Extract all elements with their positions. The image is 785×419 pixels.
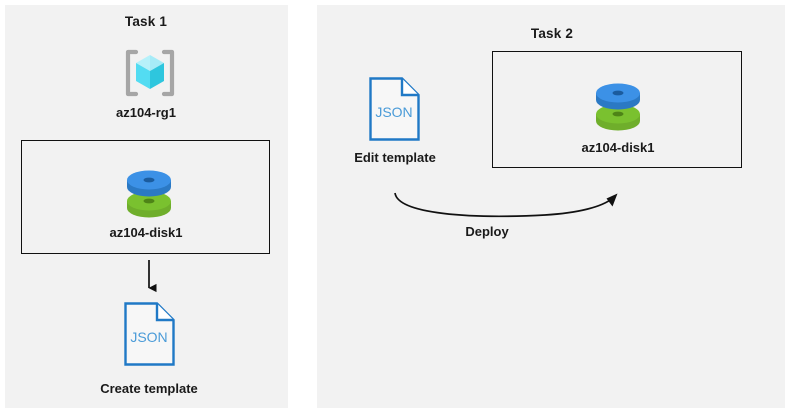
edit-template-label: Edit template xyxy=(354,150,436,165)
svg-text:JSON: JSON xyxy=(375,104,412,120)
resource-group-label: az104-rg1 xyxy=(116,105,176,120)
json-file-icon: JSON xyxy=(369,77,420,141)
managed-disk-icon xyxy=(122,167,176,223)
task-2-scope-box xyxy=(492,51,742,168)
resource-group-icon xyxy=(122,46,178,100)
deploy-arrow-label: Deploy xyxy=(465,224,509,239)
svg-text:JSON: JSON xyxy=(130,329,167,345)
task-1-title: Task 1 xyxy=(124,14,168,29)
json-file-icon: JSON xyxy=(124,302,175,366)
create-template-label: Create template xyxy=(100,381,198,396)
task-1-disk-label: az104-disk1 xyxy=(109,225,183,240)
task-2-disk-label: az104-disk1 xyxy=(581,140,655,155)
managed-disk-icon xyxy=(591,80,645,136)
task-2-title: Task 2 xyxy=(530,26,574,41)
